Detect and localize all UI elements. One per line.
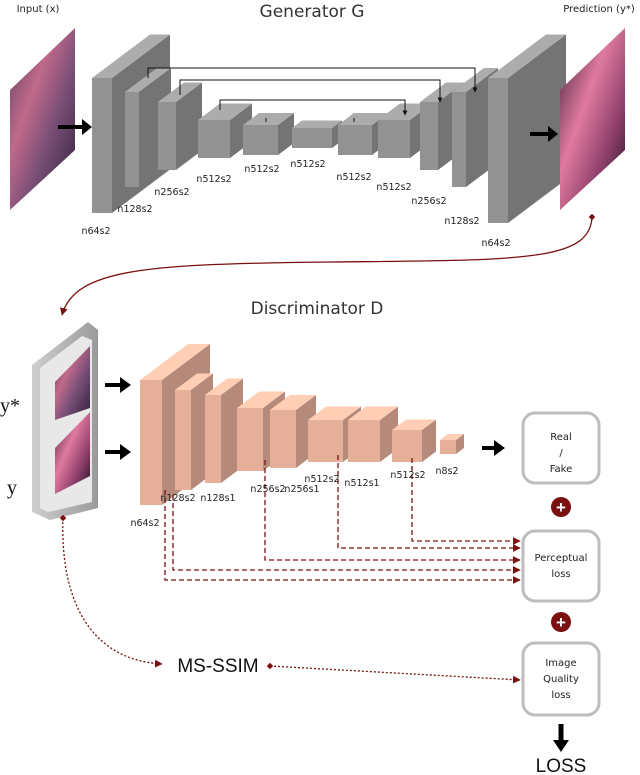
input-label: Input (x): [17, 4, 60, 15]
fake-label: Fake: [550, 464, 573, 475]
plus-sign-1: +: [556, 498, 566, 517]
discriminator-layer-label: n512s2: [390, 470, 425, 481]
discriminator-layer-label: n128s2: [160, 493, 195, 504]
generator-block: [198, 103, 252, 158]
plus-icon-2: [551, 612, 571, 632]
discriminator-layer-label: n512s2: [304, 474, 339, 485]
image-quality-loss-box: [521, 641, 601, 717]
discriminator-block: [440, 434, 464, 454]
generator-block: [243, 113, 294, 155]
generator-layer-label: n64s2: [481, 238, 510, 249]
generator-layer-label: n512s2: [244, 164, 279, 175]
loss-label: LOSS: [536, 756, 587, 775]
discriminator-block: [270, 395, 316, 468]
ms-ssim-label: MS-SSIM: [177, 656, 258, 677]
arrow-bottom-head: [120, 444, 131, 460]
loss-word-label: loss: [551, 690, 570, 701]
prediction-label: Prediction (y*): [563, 4, 635, 15]
discriminator-block: [348, 406, 398, 462]
generator-layer-label: n512s2: [196, 174, 231, 185]
perceptual-label: Perceptual: [535, 553, 588, 564]
input-image-top: [55, 346, 90, 420]
plus-sign-2: +: [556, 613, 566, 632]
discriminator-title: Discriminator D: [251, 299, 384, 319]
slash-label: /: [559, 448, 563, 459]
generator-layer-label: n64s2: [81, 226, 110, 237]
generator-layer-label: n512s2: [290, 159, 325, 170]
generator-layer-label: n512s2: [336, 172, 371, 183]
output-arrow-head: [548, 126, 558, 142]
arrow-top-head: [120, 377, 131, 393]
generator-layer-label: n128s2: [444, 216, 479, 227]
arrow-to-real-fake-head: [494, 440, 505, 456]
generator-block: [158, 82, 202, 170]
ms-ssim-to-quality-link: [266, 662, 521, 684]
real-fake-box: [521, 411, 601, 485]
generator-block: [488, 34, 566, 223]
perceptual-loss-label: loss: [551, 569, 570, 580]
skip-connections: [147, 67, 478, 122]
generator-block: [292, 120, 342, 148]
frame-to-ms-ssim-link: [59, 514, 163, 668]
perceptual-loss-box: [521, 529, 601, 603]
discriminator-layer-label: n512s1: [344, 478, 379, 489]
quality-label: Quality: [543, 674, 579, 685]
loss-arrow-head: [553, 740, 569, 752]
input-image-bottom: [55, 412, 90, 494]
discriminator-block: [175, 373, 213, 490]
image-label: Image: [545, 658, 576, 669]
input-arrow-head: [82, 119, 92, 135]
label-y-star: y*: [0, 395, 20, 417]
generator-layer-label: n256s2: [154, 187, 189, 198]
generator-layer-label: n128s2: [117, 204, 152, 215]
generator-title: Generator G: [260, 2, 365, 22]
plus-icon-1: [551, 497, 571, 517]
generator-layer-label: n512s2: [376, 182, 411, 193]
discriminator-layer-label: n256s1: [284, 484, 319, 495]
generator-blocks: [92, 34, 566, 223]
discriminator-layer-label: n256s2: [250, 484, 285, 495]
discriminator-layer-label: n128s1: [200, 493, 235, 504]
discriminator-blocks: [140, 344, 464, 505]
discriminator-block: [392, 419, 436, 462]
input-image: [10, 28, 75, 210]
discriminator-input-frame: [32, 322, 98, 520]
feature-connections: [164, 455, 521, 584]
discriminator-layer-label: n8s2: [435, 466, 458, 477]
prediction-image: [560, 28, 625, 210]
label-y: y: [7, 477, 17, 499]
prediction-to-discriminator-link: [60, 213, 596, 316]
real-label: Real: [550, 432, 572, 443]
discriminator-layer-label: n64s2: [130, 518, 159, 529]
generator-layer-label: n256s2: [411, 196, 446, 207]
